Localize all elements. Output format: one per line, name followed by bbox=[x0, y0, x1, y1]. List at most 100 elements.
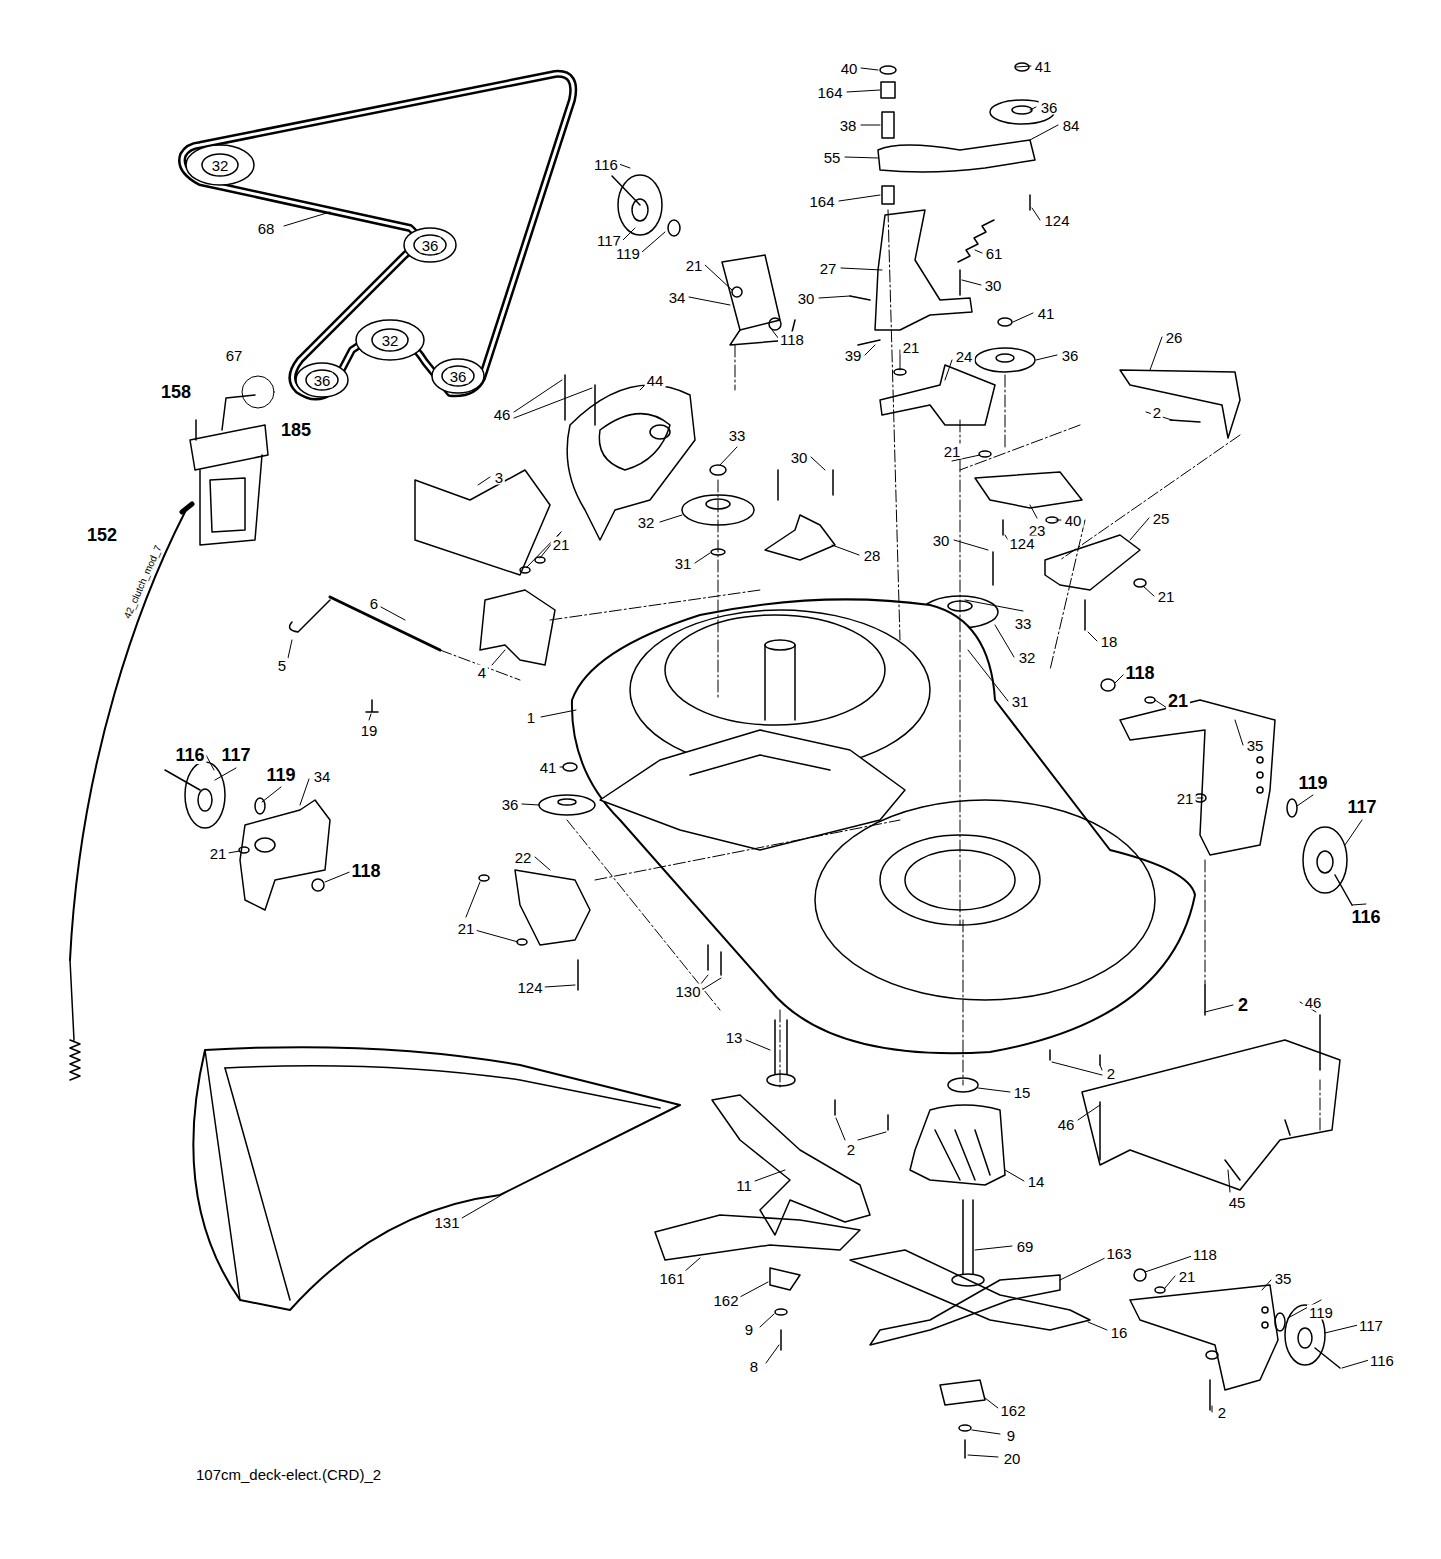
callout-number: 119 bbox=[614, 246, 642, 261]
callout-number: 2 bbox=[1236, 996, 1250, 1014]
callout-number: 117 bbox=[219, 746, 252, 764]
callout-number: 61 bbox=[984, 246, 1005, 261]
callout-number: 41 bbox=[538, 760, 559, 775]
callout-number: 11 bbox=[734, 1178, 754, 1193]
spindle-blades bbox=[655, 1020, 1100, 1458]
ball bbox=[242, 376, 274, 408]
callout-number: 6 bbox=[368, 596, 380, 611]
callout-number: 4 bbox=[476, 665, 488, 680]
callout-number: 164 bbox=[815, 85, 844, 100]
callout-number: 22 bbox=[513, 850, 534, 865]
callout-number: 35 bbox=[1245, 738, 1266, 753]
callout-number: 21 bbox=[1175, 791, 1196, 806]
callout-number: 55 bbox=[822, 150, 843, 165]
alignment-lines bbox=[440, 210, 1320, 1130]
callout-number: 164 bbox=[807, 194, 836, 209]
callout-number: 116 bbox=[173, 746, 206, 764]
callout-number: 19 bbox=[359, 723, 380, 738]
callout-number: 35 bbox=[1273, 1271, 1294, 1286]
callout-number: 2 bbox=[845, 1142, 857, 1157]
callout-number: 36 bbox=[1039, 100, 1060, 115]
callout-number: 33 bbox=[727, 428, 748, 443]
callout-number: 117 bbox=[1345, 798, 1378, 816]
callout-number: 26 bbox=[1164, 330, 1185, 345]
callout-number: 36 bbox=[448, 369, 469, 384]
wheel-bracket bbox=[165, 679, 1352, 1410]
clutch-bracket bbox=[190, 395, 268, 545]
callout-number: 46 bbox=[1303, 995, 1324, 1010]
callout-number: 21 bbox=[1156, 589, 1177, 604]
callout-number: 16 bbox=[1109, 1325, 1130, 1340]
callout-number: 118 bbox=[1191, 1247, 1219, 1262]
callout-number: 130 bbox=[673, 984, 702, 999]
callout-number: 30 bbox=[983, 278, 1004, 293]
callout-number: 3 bbox=[493, 470, 505, 485]
callout-number: 185 bbox=[279, 421, 313, 439]
idler-bracket bbox=[612, 175, 795, 345]
callout-number: 39 bbox=[843, 348, 864, 363]
cable-end bbox=[182, 504, 192, 512]
callout-number: 116 bbox=[1368, 1353, 1396, 1368]
callout-number: 158 bbox=[159, 383, 193, 401]
callout-number: 116 bbox=[1349, 908, 1382, 926]
callout-number: 40 bbox=[839, 61, 860, 76]
discharge-chute bbox=[193, 1047, 680, 1310]
callout-number: 118 bbox=[1123, 664, 1156, 682]
callout-number: 119 bbox=[1307, 1305, 1335, 1320]
callout-number: 124 bbox=[1042, 213, 1071, 228]
callout-number: 45 bbox=[1227, 1195, 1248, 1210]
callout-number: 15 bbox=[1012, 1085, 1033, 1100]
callout-number: 30 bbox=[796, 291, 817, 306]
callout-number: 2 bbox=[1151, 405, 1163, 420]
callout-number: 36 bbox=[420, 238, 441, 253]
callout-number: 9 bbox=[743, 1322, 755, 1337]
callout-number: 5 bbox=[276, 658, 288, 673]
callout-number: 33 bbox=[1013, 616, 1034, 631]
callout-number: 46 bbox=[492, 407, 513, 422]
callout-number: 18 bbox=[1099, 634, 1120, 649]
callout-number: 118 bbox=[349, 862, 382, 880]
callout-number: 32 bbox=[636, 515, 657, 530]
callout-number: 25 bbox=[1151, 511, 1172, 526]
callout-number: 2 bbox=[1216, 1405, 1228, 1420]
callout-number: 21 bbox=[551, 537, 572, 552]
callout-number: 21 bbox=[901, 340, 922, 355]
callout-number: 31 bbox=[673, 556, 694, 571]
callout-number: 84 bbox=[1061, 118, 1082, 133]
belt bbox=[182, 74, 573, 397]
callout-number: 124 bbox=[515, 980, 544, 995]
deck-housing bbox=[572, 599, 1195, 1053]
leader-lines bbox=[206, 66, 1369, 1457]
callout-number: 152 bbox=[85, 526, 119, 544]
callout-number: 38 bbox=[838, 118, 859, 133]
callout-number: 34 bbox=[667, 290, 688, 305]
callout-number: 14 bbox=[1026, 1174, 1047, 1189]
callout-number: 41 bbox=[1033, 59, 1054, 74]
callout-number: 30 bbox=[789, 450, 810, 465]
cable bbox=[70, 512, 185, 960]
callout-number: 21 bbox=[1177, 1269, 1198, 1284]
callout-number: 21 bbox=[208, 846, 229, 861]
callout-number: 31 bbox=[1010, 694, 1031, 709]
callout-number: 119 bbox=[264, 766, 297, 784]
idler-bracket bbox=[479, 763, 721, 990]
callout-number: 21 bbox=[942, 444, 963, 459]
callout-number: 67 bbox=[224, 348, 245, 363]
callout-number: 68 bbox=[256, 221, 277, 236]
tension-arm bbox=[850, 63, 1240, 651]
callout-number: 41 bbox=[1036, 306, 1057, 321]
callout-number: 118 bbox=[778, 332, 806, 347]
callout-number: 8 bbox=[748, 1359, 760, 1374]
callout-number: 13 bbox=[724, 1030, 745, 1045]
callout-number: 36 bbox=[312, 373, 333, 388]
callout-number: 34 bbox=[312, 769, 333, 784]
callout-number: 32 bbox=[1017, 650, 1038, 665]
callout-number: 163 bbox=[1104, 1246, 1133, 1261]
callout-number: 36 bbox=[1060, 348, 1081, 363]
callout-number: 9 bbox=[1005, 1428, 1017, 1443]
callout-number: 161 bbox=[657, 1271, 686, 1286]
callout-number: 117 bbox=[1357, 1318, 1385, 1333]
callout-number: 32 bbox=[380, 333, 401, 348]
callout-number: 69 bbox=[1015, 1239, 1036, 1254]
